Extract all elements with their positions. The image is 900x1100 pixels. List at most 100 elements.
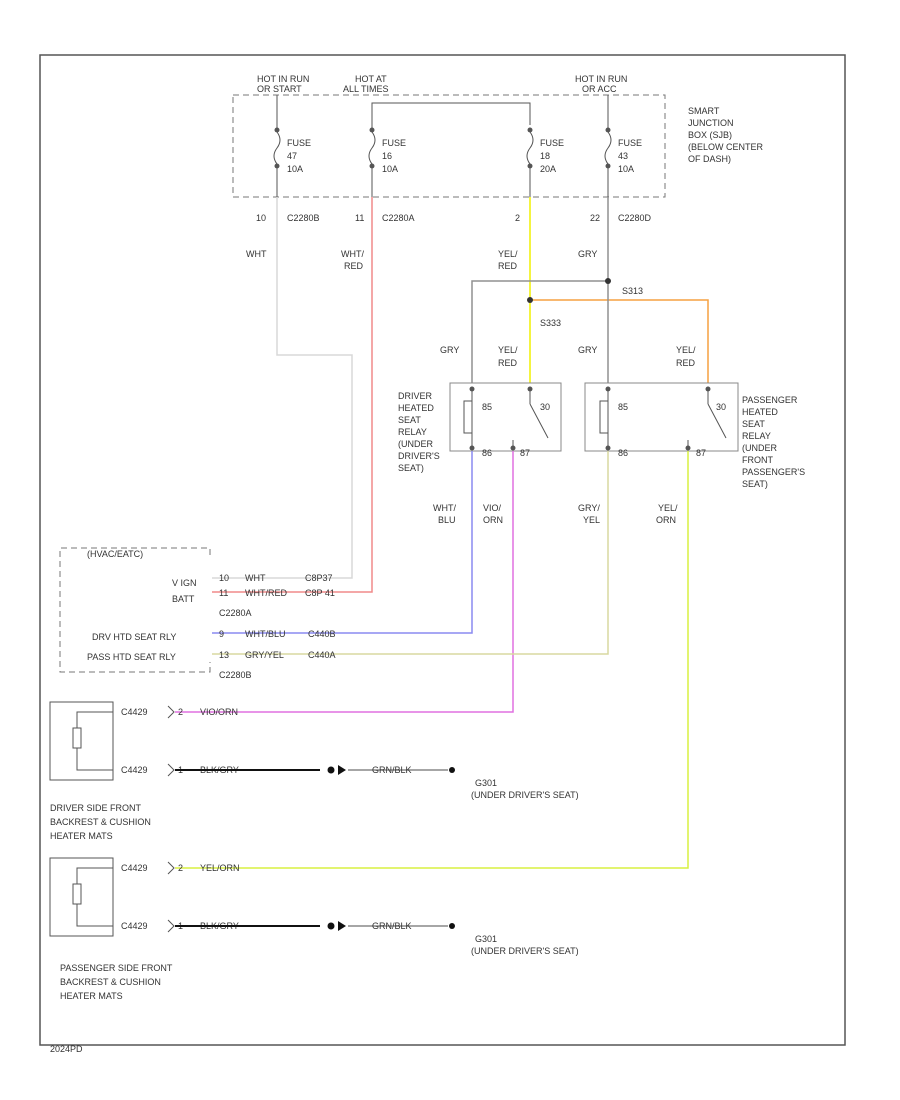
passenger-heater-mat <box>49 857 114 937</box>
wire-wht-red-batt <box>212 197 373 593</box>
hvac-conn-c2280b: C2280B <box>219 670 252 680</box>
passenger-relay-pin-86: 86 <box>618 448 628 458</box>
driver-relay-label-2: HEATED <box>398 403 434 413</box>
driver-heater-top-pin: 2 <box>178 707 183 717</box>
splice-s313: S313 <box>622 286 643 296</box>
wire-label-drv-yel-1: YEL/ <box>498 345 518 355</box>
driver-heater-label-2: BACKREST & CUSHION <box>50 817 151 827</box>
hvac-left-batt: BATT <box>172 594 195 604</box>
hot-source-3-l1: HOT IN RUN <box>575 74 627 84</box>
passenger-heater-label-2: BACKREST & CUSHION <box>60 977 161 987</box>
wire-label-pass-gry: GRY <box>578 345 597 355</box>
sjb-label-2: JUNCTION <box>688 118 734 128</box>
driver-relay-label-7: SEAT) <box>398 463 424 473</box>
wire-label-fuse18-1: YEL/ <box>498 249 518 259</box>
driver-relay-label-6: DRIVER'S <box>398 451 440 461</box>
hvac-row1-wire: WHT <box>245 573 266 583</box>
passenger-heater-ground-splice <box>327 922 335 930</box>
driver-relay-pin-85: 85 <box>482 402 492 412</box>
wire-label-drv-gry: GRY <box>440 345 459 355</box>
sjb-conn-c2280a: C2280A <box>382 213 415 223</box>
driver-heater-ground-splice <box>327 766 335 774</box>
passenger-heater-ground-id: G301 <box>475 934 497 944</box>
driver-heater-top-conn: C4429 <box>121 707 148 717</box>
hvac-conn-c2280a: C2280A <box>219 608 252 618</box>
diagram-frame <box>39 54 846 1046</box>
passenger-heater-top-connector <box>167 861 175 875</box>
driver-heater-ground-id: G301 <box>475 778 497 788</box>
sjb-conn-c2280b: C2280B <box>287 213 320 223</box>
driver-heater-mat <box>49 701 114 781</box>
fuse-18-num: 18 <box>540 151 550 161</box>
passenger-heater-ground-arrow <box>338 921 346 931</box>
driver-heater-ground-point <box>449 767 455 773</box>
wire-label-pass-yel-1: YEL/ <box>676 345 696 355</box>
wire-wht-blu <box>212 451 473 634</box>
driver-heater-ground-wire-label: GRN/BLK <box>372 765 412 775</box>
sjb-box <box>232 94 666 198</box>
wire-label-drv-out2-1: VIO/ <box>483 503 502 513</box>
sjb-label-4: (BELOW CENTER <box>688 142 764 152</box>
driver-heater-label-1: DRIVER SIDE FRONT <box>50 803 142 813</box>
hvac-row4-wire: GRY/YEL <box>245 650 284 660</box>
fuse-18: FUSE 18 20A <box>526 127 564 197</box>
passenger-heater-label-3: HEATER MATS <box>60 991 123 1001</box>
passenger-relay-label-6: FRONT <box>742 455 773 465</box>
wire-label-drv-out1-2: BLU <box>438 515 456 525</box>
wire-label-pass-out2-2: ORN <box>656 515 676 525</box>
driver-relay: 85 30 86 87 <box>449 382 562 458</box>
fuse-16: FUSE 16 10A <box>368 103 406 197</box>
hot-source-2-l1: HOT AT <box>355 74 387 84</box>
driver-heater-top-wire: VIO/ORN <box>200 707 238 717</box>
hvac-row3-pin: 9 <box>219 629 224 639</box>
driver-heater-ground-arrow <box>338 765 346 775</box>
sjb-label-5: OF DASH) <box>688 154 731 164</box>
driver-relay-label-4: RELAY <box>398 427 427 437</box>
wire-label-pass-out1-1: GRY/ <box>578 503 600 513</box>
wire-label-fuse16-2: RED <box>344 261 364 271</box>
fuse-47: FUSE 47 10A <box>273 95 311 197</box>
wire-label-drv-out2-2: ORN <box>483 515 503 525</box>
wire-label-pass-yel-2: RED <box>676 358 696 368</box>
wire-yel-orn <box>175 451 689 869</box>
hvac-row2-wire: WHT/RED <box>245 588 287 598</box>
sjb-pin-22: 22 <box>590 213 600 223</box>
passenger-heater-ground-loc: (UNDER DRIVER'S SEAT) <box>471 946 579 956</box>
driver-relay-pin-30: 30 <box>540 402 550 412</box>
hot-source-1-l2: OR START <box>257 84 302 94</box>
sjb-label-3: BOX (SJB) <box>688 130 732 140</box>
driver-heater-label-3: HEATER MATS <box>50 831 113 841</box>
passenger-relay-label-5: (UNDER <box>742 443 777 453</box>
hot-source-3-l2: OR ACC <box>582 84 617 94</box>
passenger-relay-pin-30: 30 <box>716 402 726 412</box>
sjb-pin-11: 11 <box>355 213 364 223</box>
passenger-heater-bot-conn: C4429 <box>121 921 148 931</box>
passenger-heater-top-wire: YEL/ORN <box>200 863 240 873</box>
driver-relay-label-5: (UNDER <box>398 439 433 449</box>
fuse-16-num: 16 <box>382 151 392 161</box>
wire-label-drv-out1-1: WHT/ <box>433 503 456 513</box>
fuse-43-name: FUSE <box>618 138 642 148</box>
hvac-row2-conn: C8P 41 <box>305 588 335 598</box>
wire-gry-yel <box>212 451 609 655</box>
hvac-module-box <box>59 547 211 673</box>
passenger-heater-ground-wire-label: GRN/BLK <box>372 921 412 931</box>
fuse-43-num: 43 <box>618 151 628 161</box>
wire-label-fuse16-1: WHT/ <box>341 249 364 259</box>
splice-s333: S333 <box>540 318 561 328</box>
passenger-relay-label-2: HEATED <box>742 407 778 417</box>
sjb-label-1: SMART <box>688 106 720 116</box>
passenger-relay-label-8: SEAT) <box>742 479 768 489</box>
passenger-relay-label-4: RELAY <box>742 431 771 441</box>
fuse-43: FUSE 43 10A <box>604 95 642 197</box>
hvac-module-title: (HVAC/EATC) <box>87 549 143 559</box>
driver-relay-label-3: SEAT <box>398 415 421 425</box>
wire-label-pass-out1-2: YEL <box>583 515 600 525</box>
hvac-row4-pin: 13 <box>219 650 229 660</box>
hot-source-2-l2: ALL TIMES <box>343 84 389 94</box>
passenger-heater-label-1: PASSENGER SIDE FRONT <box>60 963 173 973</box>
sjb-pin-10: 10 <box>256 213 266 223</box>
fuse-18-amp: 20A <box>540 164 556 174</box>
passenger-relay-label-7: PASSENGER'S <box>742 467 805 477</box>
hvac-left-drv-htd: DRV HTD SEAT RLY <box>92 632 176 642</box>
